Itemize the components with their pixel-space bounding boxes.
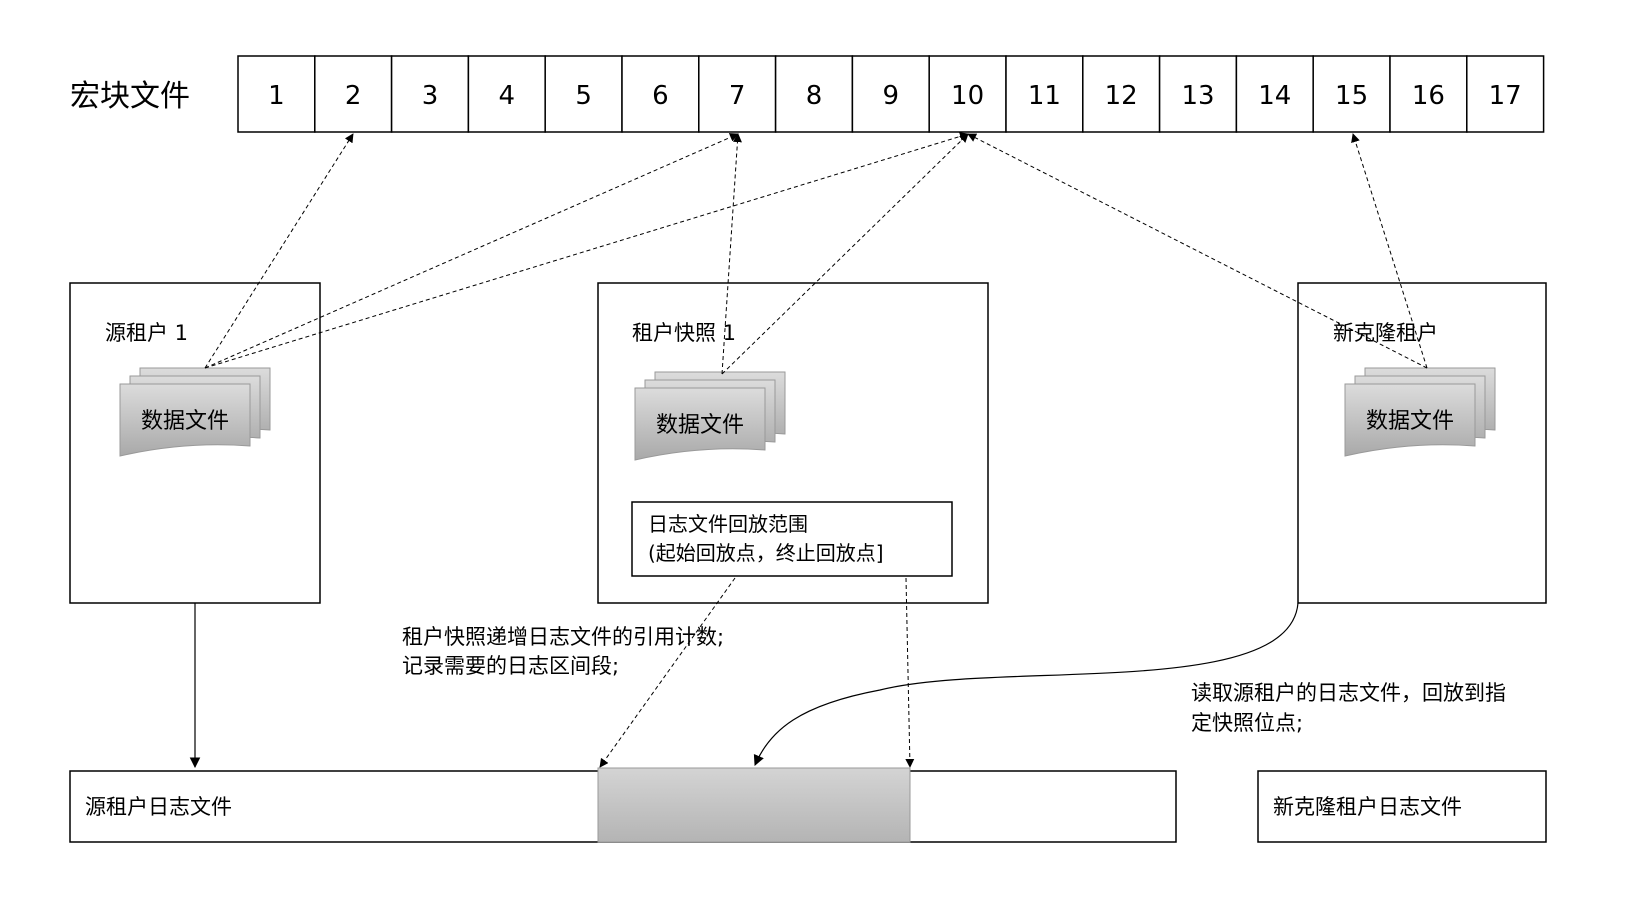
macro-block-cell (390, 55, 470, 133)
macro-block-cell-label: 8 (806, 81, 823, 111)
new-clone-tenant-box: 新克隆租户 数据文件 (1297, 282, 1547, 604)
source-data-file-icon (119, 367, 271, 457)
source-tenant-box: 源租户 1 数据文件 (69, 282, 321, 604)
clone-data-file-icon (1344, 367, 1496, 457)
replay-range-box (631, 501, 953, 577)
clone-data-file-label: 数据文件 (1366, 409, 1454, 434)
macro-block-cell (314, 55, 393, 133)
macro-block-cell-label: 6 (652, 81, 669, 111)
snapshot-data-file-label: 数据文件 (656, 413, 744, 438)
macro-block-cell-label: 17 (1489, 81, 1522, 111)
macro-block-cell (698, 55, 777, 133)
snapshot-note-line2: 记录需要的日志区间段; (402, 654, 619, 678)
source-tenant-label: 源租户 1 (105, 321, 188, 345)
clone-note-line2: 定快照位点; (1191, 711, 1303, 735)
snapshot-data-file-icon (634, 371, 786, 461)
clone-note-line1: 读取源租户的日志文件，回放到指 (1191, 681, 1506, 705)
new-clone-tenant-label: 新克隆租户 (1333, 321, 1438, 345)
tenant-snapshot-box: 租户快照 1 数据文件 日志文件回放范围 (起始回放点，终止回放点] (597, 282, 989, 604)
macro-block-cell (544, 55, 623, 133)
macro-block-cell-label: 9 (883, 81, 900, 111)
macro-block-cell (851, 55, 930, 133)
macro-block-cell (1158, 55, 1238, 133)
macro-block-cell (237, 55, 316, 133)
new-clone-log-file-label: 新克隆租户日志文件 (1273, 795, 1462, 819)
macro-block-cell-label: 4 (499, 81, 516, 111)
macro-block-label: 宏块文件 (70, 79, 190, 114)
macro-block-cell-label: 14 (1258, 81, 1291, 111)
macro-block-cell-label: 2 (345, 81, 362, 111)
source-log-file-bar: 源租户日志文件 (69, 767, 1177, 843)
snapshot-note-line1: 租户快照递增日志文件的引用计数; (402, 625, 724, 649)
clone-replay-arrow (753, 602, 1299, 766)
macro-block-cell (928, 55, 1007, 133)
macro-block-cell (1235, 55, 1314, 133)
replay-range-line2: (起始回放点，终止回放点] (648, 541, 884, 565)
new-clone-log-file-box: 新克隆租户日志文件 (1257, 770, 1547, 843)
macro-block-cell (1389, 55, 1468, 133)
macro-block-cell-label: 16 (1412, 81, 1445, 111)
macro-block-cell-label: 1 (268, 81, 285, 111)
reference-arrows (204, 132, 1428, 768)
macro-block-cell (1082, 55, 1161, 133)
macro-block-cell (774, 55, 854, 133)
macro-block-cell-label: 10 (951, 81, 984, 111)
replay-log-segment (597, 767, 911, 843)
macro-block-cell-label: 7 (729, 81, 746, 111)
macro-block-cell (1466, 55, 1545, 133)
macro-block-cell-label: 3 (422, 81, 439, 111)
macro-block-cell-label: 5 (575, 81, 592, 111)
replay-range-line1: 日志文件回放范围 (648, 512, 808, 536)
macro-block-cell-label: 15 (1335, 81, 1368, 111)
tenant-snapshot-label: 租户快照 1 (632, 321, 736, 345)
source-data-file-label: 数据文件 (141, 409, 229, 434)
macro-block-cell-label: 13 (1181, 81, 1214, 111)
macro-block-cell (621, 55, 700, 133)
macro-block-cell-label: 12 (1105, 81, 1138, 111)
source-log-file-label: 源租户日志文件 (85, 795, 232, 819)
macro-block-cell-label: 11 (1028, 81, 1061, 111)
